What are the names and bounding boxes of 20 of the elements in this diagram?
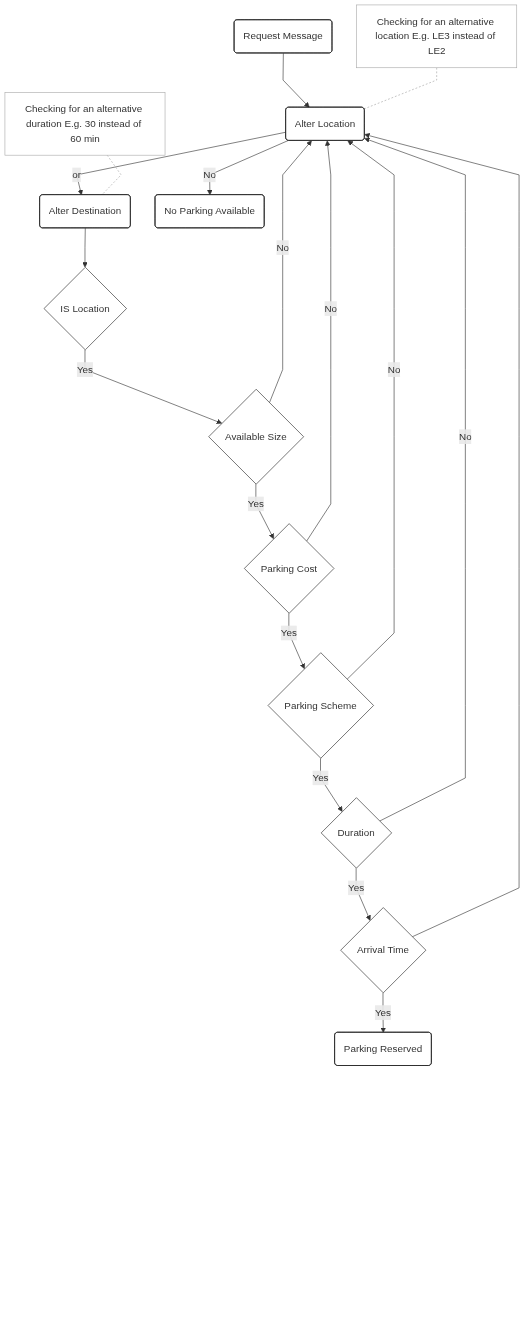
edge-label: Yes [247, 498, 264, 509]
node-diamond: Duration [320, 797, 392, 869]
node-box: Checking for an alternative location E.g. LE3 instead of LE2 [356, 4, 518, 69]
edge-label: or [72, 169, 82, 180]
node-diamond: IS Location [43, 266, 127, 351]
edge-label: Yes [280, 627, 297, 638]
edge-label: No [203, 169, 216, 180]
edge-label: No [276, 242, 289, 253]
edge-label: Yes [76, 363, 94, 375]
edge-label: Yes [312, 772, 329, 783]
node-diamond: Parking Cost [244, 523, 335, 614]
node-diamond: Available Size [208, 388, 304, 485]
edge-label: No [459, 431, 472, 442]
node-diamond: Parking Scheme [267, 652, 374, 759]
edge-label: No [387, 363, 401, 375]
edge-label: No [324, 303, 338, 314]
edge-label: Yes [348, 882, 365, 893]
node-diamond: Arrival Time [340, 907, 427, 994]
edge-label: Yes [374, 1007, 392, 1018]
node-box: Checking for an alternative duration E.g. 30 instead of 60 min [4, 92, 166, 156]
